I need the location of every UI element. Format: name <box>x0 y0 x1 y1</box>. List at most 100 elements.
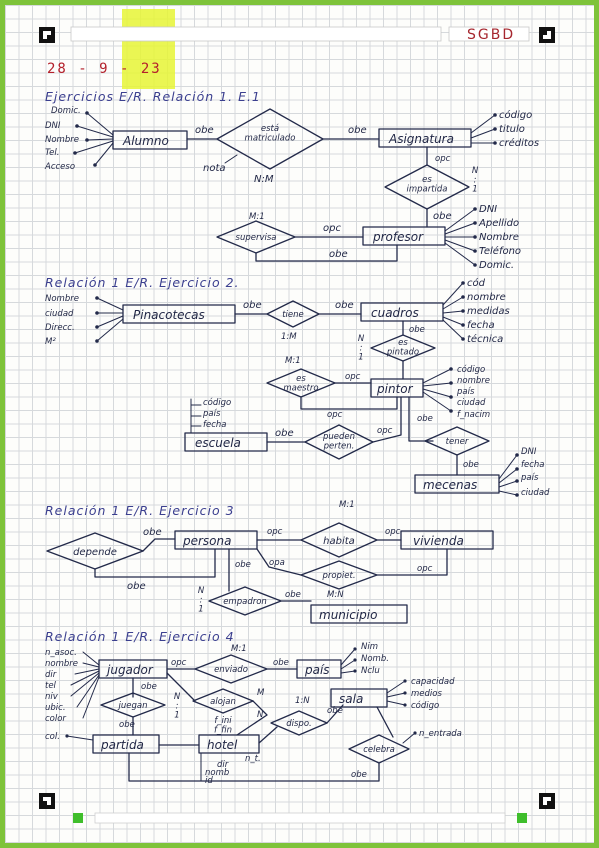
attr-label: tel <box>45 681 57 691</box>
attr-label: M² <box>45 337 56 347</box>
entity-label: Asignatura <box>388 132 454 146</box>
attr-label: cód <box>467 277 486 289</box>
attr-label: n_asoc. <box>45 648 77 658</box>
attr-label: Apellido <box>478 218 519 229</box>
cardinality-obe: obe <box>243 300 262 311</box>
cardinality-opc: opa <box>269 558 285 568</box>
cardinality-obe: obe <box>351 770 367 780</box>
entity-label: cuadros <box>371 306 419 320</box>
subject-field <box>448 26 530 42</box>
attr-nota: nota <box>203 163 226 174</box>
cardinality-obe: obe <box>409 325 425 335</box>
relation-label: empadron <box>223 597 267 607</box>
attr-label: DNI <box>45 121 61 131</box>
attr-label: Direcc. <box>45 323 75 333</box>
attr-label: Nombre <box>45 294 79 304</box>
relation-tener <box>424 426 490 456</box>
cardinality-obe: obe <box>417 414 433 424</box>
cardinality-opc: opc <box>345 372 361 382</box>
entity-label: país <box>304 663 330 677</box>
footer-field <box>94 812 506 824</box>
attr-label: Teléfono <box>479 245 521 257</box>
relation-label: alojan <box>210 697 236 707</box>
entity-label: municipio <box>319 608 377 622</box>
cardinality-label: M:1 <box>339 500 355 510</box>
attr-label: ciudad <box>521 488 550 498</box>
entity-label: partida <box>100 738 144 752</box>
title-field <box>70 26 442 42</box>
attr-label: f_nacim <box>457 410 490 420</box>
cardinality-obe: obe <box>143 527 162 538</box>
ex2-heading: Relación 1 E/R. Ejercicio 2. <box>45 275 240 290</box>
attr-label: nomb <box>205 768 229 778</box>
cardinality-obe: obe <box>273 658 289 668</box>
cardinality-label: N:1 <box>358 334 365 363</box>
entity-cuadros <box>360 302 444 322</box>
cardinality-opc: opc <box>385 527 401 537</box>
relation-label: supervisa <box>236 233 277 243</box>
attr-label: Domic. <box>479 260 514 271</box>
entity-label: jugador <box>105 663 154 677</box>
relation-juegan <box>100 692 166 718</box>
relation-label: enviado <box>214 665 248 675</box>
cardinality-label: N <box>257 710 264 720</box>
attr-label: fecha <box>521 460 545 470</box>
relation-label: habita <box>323 536 355 547</box>
relation-label: dispo. <box>286 719 311 729</box>
attr-label: ciudad <box>45 309 74 319</box>
cardinality-obe: obe <box>348 125 367 136</box>
attr-label: país <box>202 409 221 419</box>
cardinality-obe: obe <box>335 300 354 311</box>
attr-label: código <box>203 397 231 408</box>
ex1-heading: Ejercicios E/R. Relación 1. E.1 <box>45 89 261 104</box>
green-marker-right <box>517 813 527 823</box>
attr-label: Nomb. <box>361 654 389 664</box>
green-marker-left <box>73 813 83 823</box>
ex4-jugador-attributes: n_asoc. nombre dir tel niv ubic. color <box>45 648 78 724</box>
bottom-left-corner-icon <box>39 793 55 809</box>
attr-label: Nim <box>361 642 378 652</box>
cardinality-label: N:1 <box>198 586 205 615</box>
attr-label: dir <box>45 670 57 680</box>
cardinality-label: M:1 <box>249 212 265 222</box>
attr-label: código <box>411 700 439 711</box>
top-right-corner-icon <box>539 27 555 43</box>
attr-label: titulo <box>499 124 525 135</box>
relation-label: tener <box>446 437 469 447</box>
cardinality-obe: obe <box>141 682 157 692</box>
cardinality-label: M:1 <box>285 356 301 366</box>
handwritten-notes: SGBD 28 - 9 - 23 Ejercicios E/R. Relació… <box>39 9 555 824</box>
cardinality-obe: obe <box>327 706 343 716</box>
attr-label: Tel. <box>45 148 59 158</box>
attr-label: nombre <box>467 292 506 303</box>
relation-label: juegan <box>118 701 148 711</box>
attr-label: DNI <box>479 204 497 215</box>
cardinality-obe: obe <box>235 560 251 570</box>
cardinality-label: N:M <box>254 174 274 185</box>
cardinality-obe: obe <box>285 590 301 600</box>
relation-es-impartida <box>384 164 470 210</box>
cardinality-label: 1:M <box>281 332 297 342</box>
entity-alumno <box>112 130 188 150</box>
attr-label: medidas <box>467 306 510 317</box>
entity-sala <box>330 688 388 708</box>
attr-label: n_t. <box>245 754 261 764</box>
attr-label: Domic. <box>51 106 81 116</box>
cardinality-opc: opc <box>435 154 451 164</box>
attr-label: fecha <box>467 320 495 331</box>
attr-label: medios <box>411 689 442 699</box>
attr-label: n_entrada <box>419 729 462 739</box>
attr-label: código <box>499 109 532 121</box>
attr-label: país <box>520 473 539 483</box>
attr-label: dir <box>217 760 229 770</box>
cardinality-label: N:1 <box>472 166 479 195</box>
cardinality-opc: opc <box>323 223 341 234</box>
entity-label: Alumno <box>122 134 169 148</box>
attr-label: fecha <box>203 420 227 430</box>
cardinality-obe: obe <box>463 460 479 470</box>
entity-mecenas <box>414 474 500 494</box>
